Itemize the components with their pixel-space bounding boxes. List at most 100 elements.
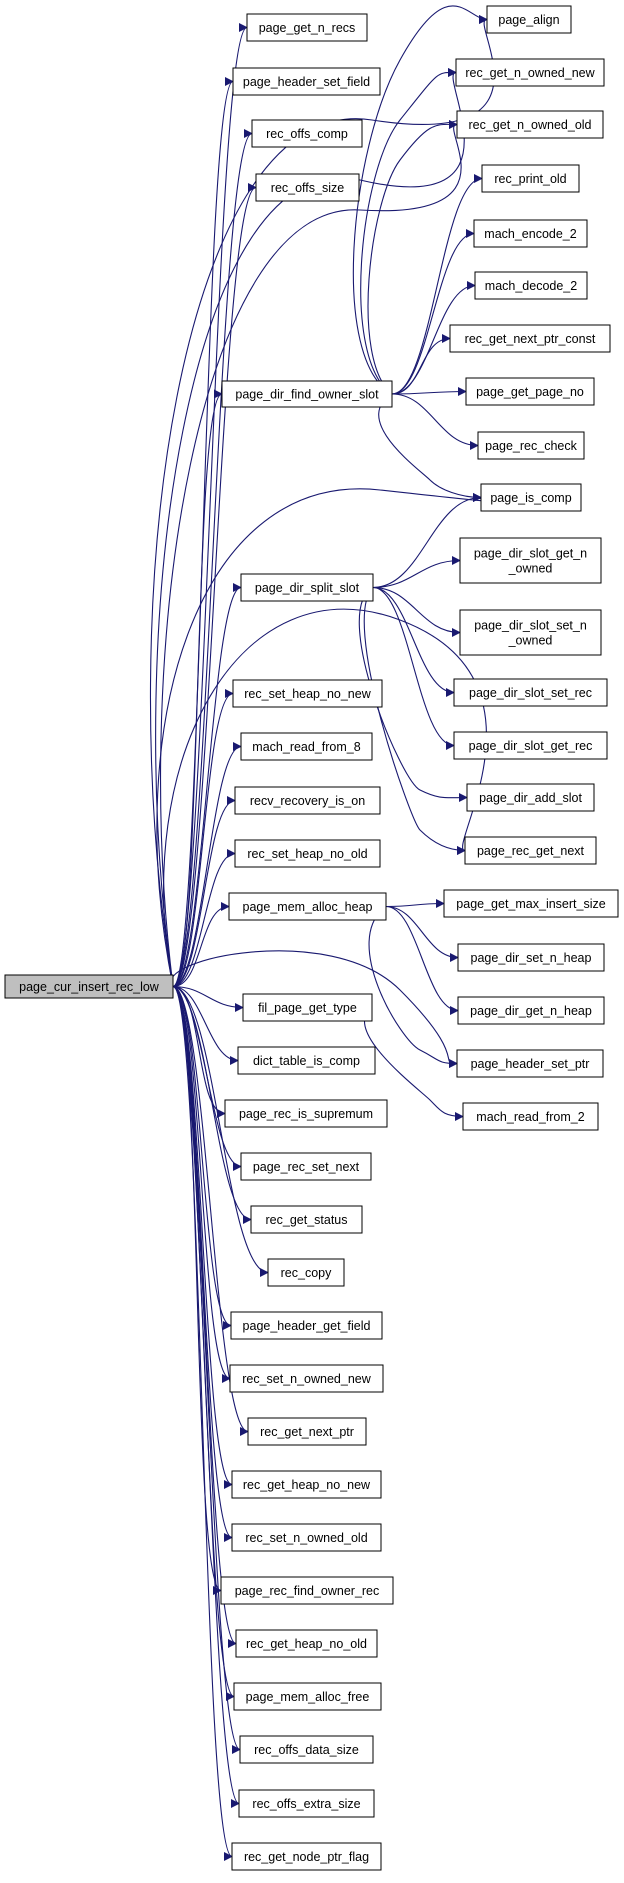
node-recv_recovery_is_on[interactable]: recv_recovery_is_on <box>234 786 381 815</box>
node-page_rec_find_owner_rec[interactable]: page_rec_find_owner_rec <box>220 1576 394 1605</box>
node-mach_decode_2[interactable]: mach_decode_2 <box>474 271 588 300</box>
node-page_get_max_insert_size[interactable]: page_get_max_insert_size <box>443 889 619 918</box>
node-page_mem_alloc_heap[interactable]: page_mem_alloc_heap <box>228 892 387 921</box>
node-rec_set_n_owned_new[interactable]: rec_set_n_owned_new <box>229 1364 384 1393</box>
node-rec_copy[interactable]: rec_copy <box>267 1258 345 1287</box>
node-box <box>255 173 360 202</box>
node-page_rec_check[interactable]: page_rec_check <box>477 431 585 460</box>
node-page_rec_get_next[interactable]: page_rec_get_next <box>464 836 597 865</box>
node-label: rec_get_status <box>266 1213 348 1227</box>
node-page_dir_slot_set_rec[interactable]: page_dir_slot_set_rec <box>453 678 608 707</box>
node-dict_table_is_comp[interactable]: dict_table_is_comp <box>237 1046 376 1075</box>
node-label: page_dir_slot_set_rec <box>469 686 592 700</box>
node-page_dir_set_n_heap[interactable]: page_dir_set_n_heap <box>457 943 605 972</box>
node-label: rec_offs_extra_size <box>252 1797 360 1811</box>
node-box <box>247 1417 367 1446</box>
node-rec_print_old[interactable]: rec_print_old <box>481 164 580 193</box>
node-label: page_dir_get_n_heap <box>470 1004 592 1018</box>
node-page_rec_is_supremum[interactable]: page_rec_is_supremum <box>224 1099 388 1128</box>
call-edge-page_cur_insert_rec_low-to-rec_set_heap_no_old <box>172 849 236 988</box>
node-rec_get_n_owned_new[interactable]: rec_get_n_owned_new <box>455 58 605 87</box>
node-page_header_set_ptr[interactable]: page_header_set_ptr <box>456 1049 604 1078</box>
node-label: mach_read_from_8 <box>252 740 360 754</box>
node-rec_get_node_ptr_flag[interactable]: rec_get_node_ptr_flag <box>231 1842 382 1871</box>
node-label: rec_set_n_owned_old <box>245 1531 367 1545</box>
node-page_mem_alloc_free[interactable]: page_mem_alloc_free <box>233 1682 382 1711</box>
call-edge-page_cur_insert_rec_low-to-rec_get_heap_no_old <box>172 985 237 1648</box>
node-label: page_is_comp <box>490 491 571 505</box>
node-rec_get_next_ptr_const[interactable]: rec_get_next_ptr_const <box>449 324 611 353</box>
node-rec_get_next_ptr[interactable]: rec_get_next_ptr <box>247 1417 367 1446</box>
node-mach_read_from_8[interactable]: mach_read_from_8 <box>240 732 373 761</box>
node-label: rec_get_n_owned_old <box>468 118 591 132</box>
node-box <box>457 996 605 1025</box>
node-mach_read_from_2[interactable]: mach_read_from_2 <box>462 1102 599 1131</box>
node-rec_get_heap_no_new[interactable]: rec_get_heap_no_new <box>231 1470 382 1499</box>
node-label: page_cur_insert_rec_low <box>19 980 160 994</box>
node-label: _owned <box>508 562 553 576</box>
node-mach_encode_2[interactable]: mach_encode_2 <box>473 219 588 248</box>
call-edge-page_cur_insert_rec_low-to-rec_offs_comp <box>172 129 253 988</box>
node-rec_get_n_owned_old[interactable]: rec_get_n_owned_old <box>456 110 604 139</box>
call-edge-page_dir_split_slot-to-page_is_comp <box>372 493 482 589</box>
node-label: mach_encode_2 <box>484 227 576 241</box>
node-box <box>465 377 595 406</box>
node-rec_offs_size[interactable]: rec_offs_size <box>255 173 360 202</box>
node-label: rec_get_next_ptr_const <box>465 332 596 346</box>
node-box <box>237 1046 376 1075</box>
node-page_get_page_no[interactable]: page_get_page_no <box>465 377 595 406</box>
node-rec_get_status[interactable]: rec_get_status <box>250 1205 363 1234</box>
node-rec_get_heap_no_old[interactable]: rec_get_heap_no_old <box>235 1629 378 1658</box>
node-box <box>474 271 588 300</box>
node-label: page_rec_find_owner_rec <box>235 1584 380 1598</box>
call-edge-page_cur_insert_rec_low-to-recv_recovery_is_on <box>172 796 236 988</box>
node-label: mach_decode_2 <box>485 279 577 293</box>
node-page_dir_slot_get_rec[interactable]: page_dir_slot_get_rec <box>453 731 608 760</box>
node-page_dir_get_n_heap[interactable]: page_dir_get_n_heap <box>457 996 605 1025</box>
node-label: page_align <box>498 13 559 27</box>
node-rec_offs_comp[interactable]: rec_offs_comp <box>251 119 363 148</box>
node-page_align[interactable]: page_align <box>486 5 572 34</box>
call-edge-page_cur_insert_rec_low-to-fil_page_get_type <box>172 985 244 1012</box>
node-rec_set_heap_no_new[interactable]: rec_set_heap_no_new <box>232 679 383 708</box>
node-page_header_set_field[interactable]: page_header_set_field <box>232 67 381 96</box>
node-box <box>453 731 608 760</box>
node-page_header_get_field[interactable]: page_header_get_field <box>230 1311 383 1340</box>
node-box <box>240 1152 372 1181</box>
node-label: rec_copy <box>281 1266 332 1280</box>
node-page_dir_add_slot[interactable]: page_dir_add_slot <box>466 783 595 812</box>
node-page_dir_find_owner_slot[interactable]: page_dir_find_owner_slot <box>221 380 393 408</box>
node-page_dir_split_slot[interactable]: page_dir_split_slot <box>240 573 374 602</box>
node-label: rec_get_n_owned_new <box>465 66 595 80</box>
call-edge-page_cur_insert_rec_low-to-page_dir_split_slot <box>172 583 242 988</box>
node-page_is_comp[interactable]: page_is_comp <box>480 483 582 512</box>
node-box <box>239 1735 374 1764</box>
node-label: rec_offs_comp <box>266 127 348 141</box>
node-label: page_get_n_recs <box>259 21 356 35</box>
node-page_cur_insert_rec_low[interactable]: page_cur_insert_rec_low <box>4 974 174 999</box>
node-fil_page_get_type[interactable]: fil_page_get_type <box>242 993 373 1022</box>
node-page_dir_slot_get_n_owned[interactable]: page_dir_slot_get_n_owned <box>459 537 602 584</box>
node-rec_set_heap_no_old[interactable]: rec_set_heap_no_old <box>234 839 381 868</box>
call-edge-page_cur_insert_rec_low-to-rec_set_heap_no_new <box>172 689 234 988</box>
node-page_rec_set_next[interactable]: page_rec_set_next <box>240 1152 372 1181</box>
node-label: page_get_page_no <box>476 385 584 399</box>
node-page_dir_slot_set_n_owned[interactable]: page_dir_slot_set_n_owned <box>459 609 602 656</box>
node-rec_offs_data_size[interactable]: rec_offs_data_size <box>239 1735 374 1764</box>
node-box <box>267 1258 345 1287</box>
node-rec_set_n_owned_old[interactable]: rec_set_n_owned_old <box>231 1523 382 1552</box>
node-label: rec_set_heap_no_new <box>244 687 371 701</box>
node-label: page_dir_find_owner_slot <box>235 388 379 402</box>
call-edge-page_cur_insert_rec_low-to-mach_read_from_8 <box>172 742 242 988</box>
node-page_get_n_recs[interactable]: page_get_n_recs <box>246 13 368 42</box>
call-edge-page_cur_insert_rec_low-to-page_mem_alloc_heap <box>172 902 230 988</box>
node-box <box>221 380 393 408</box>
node-label: page_mem_alloc_free <box>246 1690 370 1704</box>
node-box <box>224 1099 388 1128</box>
node-rec_offs_extra_size[interactable]: rec_offs_extra_size <box>238 1789 375 1818</box>
node-label: page_header_get_field <box>243 1319 371 1333</box>
node-box <box>238 1789 375 1818</box>
call-edge-page_dir_find_owner_slot-to-mach_decode_2 <box>391 281 476 395</box>
call-edge-page_dir_find_owner_slot-to-rec_print_old <box>391 174 483 395</box>
